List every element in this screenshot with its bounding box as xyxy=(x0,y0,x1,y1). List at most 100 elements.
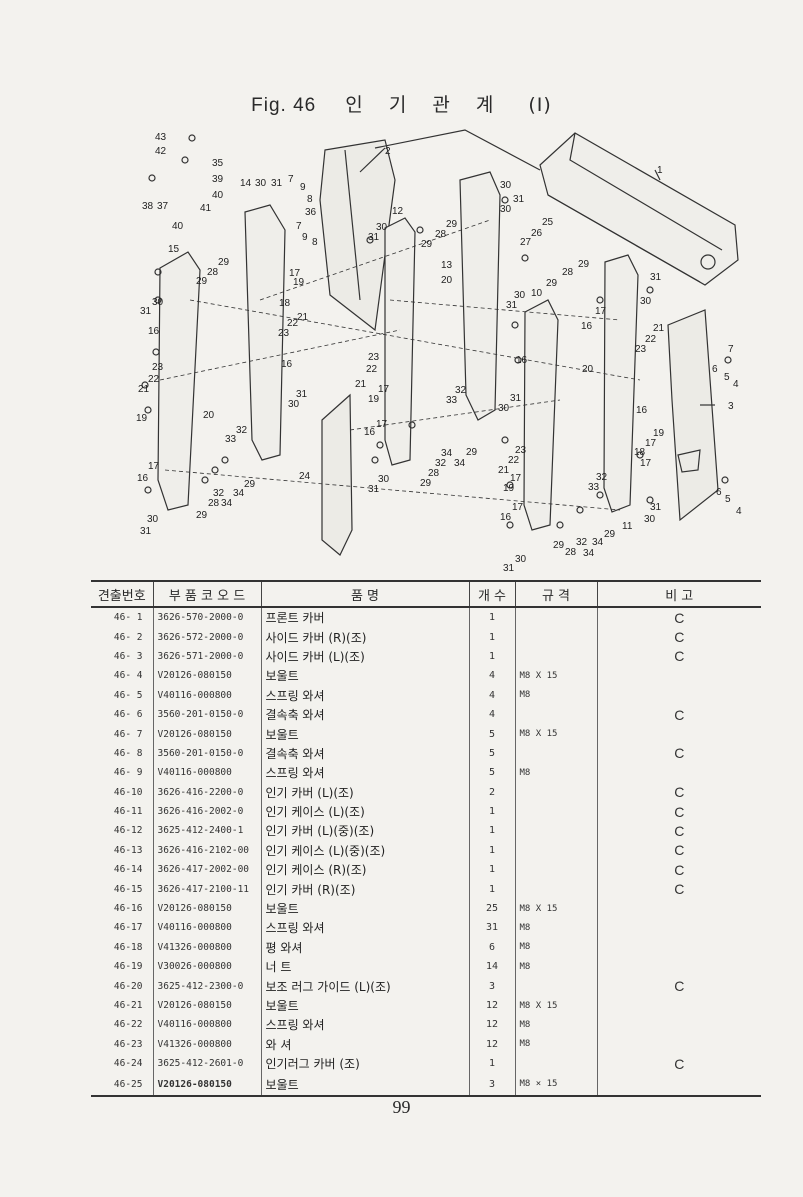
callout-29g: 29 xyxy=(466,447,478,458)
cell-code: 3626-416-2200-0 xyxy=(152,782,261,802)
cell-ref: 46-12 xyxy=(113,825,143,837)
cell-name: 보울트 xyxy=(260,666,469,686)
callout-40: 40 xyxy=(212,190,224,201)
callout-32d: 32 xyxy=(435,458,447,469)
cell-name: 보울트 xyxy=(260,898,469,919)
part-case-11 xyxy=(603,254,639,513)
header-spec: 규 격 xyxy=(514,580,597,608)
cell-name: 보울트 xyxy=(260,995,469,1016)
callout-31l: 31 xyxy=(503,563,515,574)
cell-ref: 46- 2 xyxy=(113,631,143,643)
cell-note: C xyxy=(596,646,761,667)
cell-qty: 1 xyxy=(468,607,515,628)
cell-spec: M8 xyxy=(514,937,597,958)
callout-11: 11 xyxy=(622,521,633,532)
callout-29l: 29 xyxy=(553,540,565,551)
callout-30e: 30 xyxy=(376,222,388,233)
callout-29d: 29 xyxy=(196,510,208,521)
callout-7a: 7 xyxy=(288,174,294,185)
cell-code: V20126-080150 xyxy=(152,995,261,1016)
callout-2: 2 xyxy=(385,146,391,157)
callout-16e: 16 xyxy=(516,355,528,366)
callout-29f: 29 xyxy=(421,239,433,250)
callout-22a: 22 xyxy=(148,374,160,385)
cell-code: V40116-000800 xyxy=(152,685,261,705)
callout-28a: 28 xyxy=(207,267,219,278)
cell-code: V41326-000800 xyxy=(152,937,261,958)
cell-qty: 12 xyxy=(468,1015,515,1035)
cell-code: V41326-000800 xyxy=(152,1034,261,1054)
header-quantity: 개 수 xyxy=(468,580,515,608)
cell-qty: 1 xyxy=(468,821,515,841)
cell-note xyxy=(596,763,761,783)
cell-qty: 4 xyxy=(468,685,515,705)
callout-4a: 4 xyxy=(733,379,739,390)
callout-12: 12 xyxy=(392,206,404,217)
cell-qty: 1 xyxy=(468,627,515,647)
cell-name: 스프링 와셔 xyxy=(260,918,469,938)
callout-14: 14 xyxy=(240,178,252,189)
cell-spec: M8 X 15 xyxy=(514,898,597,919)
cell-ref: 46-16 xyxy=(113,903,143,915)
callout-10: 10 xyxy=(531,288,543,299)
callout-31g: 31 xyxy=(513,194,525,205)
callout-28b: 28 xyxy=(208,498,220,509)
cell-spec: M8 xyxy=(514,763,597,783)
callout-23c: 23 xyxy=(368,352,380,363)
cell-code: V20126-080150 xyxy=(152,898,261,919)
callout-40b: 40 xyxy=(172,221,184,232)
cell-note xyxy=(596,1073,761,1098)
cell-name: 프론트 카버 xyxy=(260,607,469,628)
cell-code: V20126-080150 xyxy=(152,1073,261,1098)
part-side-cover-l xyxy=(667,309,719,522)
cell-ref: 46- 8 xyxy=(113,747,143,759)
cell-ref: 46- 9 xyxy=(113,767,143,779)
callout-34f: 34 xyxy=(583,548,595,559)
callout-34e: 34 xyxy=(592,537,604,548)
callout-19c: 19 xyxy=(368,394,380,405)
cell-name: 스프링 와셔 xyxy=(260,763,469,783)
callout-20c: 20 xyxy=(582,364,594,375)
cell-note xyxy=(596,685,761,705)
cell-ref: 46-14 xyxy=(113,864,143,876)
cell-note: C xyxy=(596,782,761,802)
cell-note xyxy=(596,724,761,744)
part-front-cover xyxy=(539,132,739,286)
cell-qty: 5 xyxy=(468,743,515,764)
cell-code: 3626-417-2100-11 xyxy=(152,879,261,899)
cell-qty: 5 xyxy=(468,724,515,744)
cell-code: 3626-570-2000-0 xyxy=(152,607,261,628)
callout-32f: 32 xyxy=(576,537,588,548)
cell-qty: 4 xyxy=(468,704,515,725)
callout-6b: 6 xyxy=(716,487,722,498)
header-ref-no: 견출번호 xyxy=(91,580,153,608)
cell-code: 3625-412-2601-0 xyxy=(152,1053,261,1074)
cell-spec xyxy=(514,821,597,841)
callout-26: 26 xyxy=(531,228,543,239)
cell-note xyxy=(596,937,761,958)
cell-code: 3560-201-0150-0 xyxy=(152,743,261,764)
cell-spec: M8 xyxy=(514,918,597,938)
callout-17a: 17 xyxy=(148,461,160,472)
header-part-name: 품 명 xyxy=(260,580,469,608)
callout-29k: 29 xyxy=(604,529,616,540)
callout-31k: 31 xyxy=(650,502,662,513)
cell-ref: 46-15 xyxy=(113,883,143,895)
cell-qty: 1 xyxy=(468,801,515,822)
cell-code: 3560-201-0150-0 xyxy=(152,704,261,725)
cell-ref: 46-20 xyxy=(113,980,143,992)
callout-31e: 31 xyxy=(368,232,380,243)
callout-31c: 31 xyxy=(140,526,152,537)
figure-title: Fig. 46 인 기 관 계 (I) xyxy=(0,90,803,117)
cell-spec: M8 × 15 xyxy=(514,1073,597,1098)
callout-32a: 32 xyxy=(236,425,248,436)
cell-note: C xyxy=(596,704,761,725)
cell-name: 스프링 와셔 xyxy=(260,1015,469,1035)
callout-43: 43 xyxy=(155,132,167,143)
cell-spec xyxy=(514,860,597,880)
cell-code: V40116-000800 xyxy=(152,918,261,938)
